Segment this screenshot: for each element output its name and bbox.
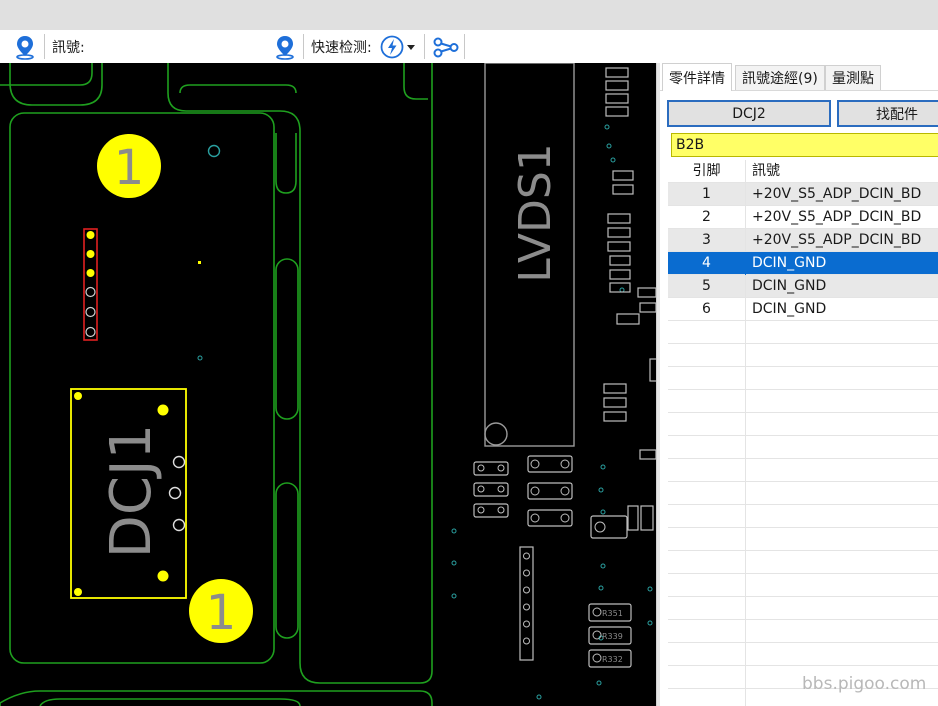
toolbar-separator (44, 34, 45, 59)
pin-signal: +20V_S5_ADP_DCIN_BD (752, 183, 921, 206)
signal-label: 訊號: (52, 37, 85, 57)
net-route-button[interactable] (432, 30, 460, 63)
toolbar-separator (424, 34, 425, 59)
pin-number: 4 (668, 252, 746, 275)
table-header: 引脚 訊號 (668, 160, 938, 183)
empty-row (668, 436, 938, 459)
pad-label: R351 (602, 609, 623, 618)
part-type-field[interactable]: B2B (671, 133, 938, 157)
quick-check-label-wrap: 快速检测: (311, 30, 372, 63)
pin-signal: DCIN_GND (752, 298, 826, 321)
pin-number: 3 (668, 229, 746, 252)
pcb-canvas[interactable]: LVDS1 DCJ1 1 1 (0, 63, 656, 706)
part-name-button[interactable]: DCJ2 (667, 100, 831, 127)
dcj-label: DCJ1 (99, 424, 164, 558)
empty-row (668, 620, 938, 643)
empty-row (668, 344, 938, 367)
quick-check-label: 快速检测: (311, 37, 372, 57)
title-bar (0, 0, 938, 30)
lightning-icon (380, 34, 406, 60)
find-part-button[interactable]: 找配件 (837, 100, 938, 127)
locate-signal-button[interactable] (12, 30, 38, 63)
tab-part-details[interactable]: 零件詳情 (662, 63, 732, 91)
pin-number: 2 (668, 206, 746, 229)
share-nodes-icon (432, 34, 460, 60)
table-row[interactable]: 2 +20V_S5_ADP_DCIN_BD (668, 206, 938, 229)
table-row[interactable]: 3 +20V_S5_ADP_DCIN_BD (668, 229, 938, 252)
toolbar-separator (464, 34, 465, 59)
pin-signal: +20V_S5_ADP_DCIN_BD (752, 206, 921, 229)
empty-row (668, 574, 938, 597)
column-header-pin[interactable]: 引脚 (668, 160, 746, 183)
pin-number: 1 (668, 183, 746, 206)
table-row[interactable]: 5 DCIN_GND (668, 275, 938, 298)
empty-row (668, 551, 938, 574)
pin-number: 5 (668, 275, 746, 298)
marker-bottom-label: 1 (206, 585, 237, 641)
toolbar: 訊號: 快速检测: (0, 30, 938, 63)
empty-row (668, 413, 938, 436)
pin-number: 6 (668, 298, 746, 321)
tab-signal-route[interactable]: 訊號途經(9) (735, 65, 825, 90)
locate-part-button[interactable] (272, 30, 298, 63)
panel-tabs: 零件詳情 訊號途經(9) 量測點 (660, 63, 938, 91)
pad-label: R332 (602, 655, 623, 664)
pin-signal: DCIN_GND (752, 252, 826, 275)
empty-row (668, 459, 938, 482)
map-pin-icon (12, 34, 38, 60)
pin-signal: DCIN_GND (752, 275, 826, 298)
tab-test-points[interactable]: 量測點 (825, 65, 881, 90)
pin-table: 引脚 訊號 1 +20V_S5_ADP_DCIN_BD 2 +20V_S5_AD… (668, 160, 938, 706)
table-row[interactable]: 6 DCIN_GND (668, 298, 938, 321)
empty-row (668, 528, 938, 551)
toolbar-separator (303, 34, 304, 59)
pin-row-highlight (84, 229, 97, 340)
pin-signal: +20V_S5_ADP_DCIN_BD (752, 229, 921, 252)
empty-row (668, 367, 938, 390)
empty-row (668, 390, 938, 413)
table-row[interactable]: 1 +20V_S5_ADP_DCIN_BD (668, 183, 938, 206)
signal-field[interactable]: 訊號: (52, 30, 85, 63)
column-header-signal[interactable]: 訊號 (752, 160, 780, 183)
empty-row (668, 643, 938, 666)
watermark: bbs.pigoo.com (802, 674, 926, 694)
empty-row (668, 482, 938, 505)
dcj-pins (86, 231, 95, 337)
empty-row (668, 597, 938, 620)
lvds-label: LVDS1 (510, 143, 561, 283)
chevron-down-icon (406, 42, 416, 52)
pad-label: R339 (602, 632, 623, 641)
quick-check-dropdown[interactable] (380, 30, 416, 63)
board-outline (10, 63, 102, 105)
empty-row (668, 321, 938, 344)
details-panel: 零件詳情 訊號途經(9) 量測點 DCJ2 找配件 B2B 引脚 訊號 1 +2… (660, 63, 938, 706)
pcb-view[interactable]: LVDS1 DCJ1 1 1 (0, 63, 656, 706)
empty-row (668, 505, 938, 528)
table-row-selected[interactable]: 4 DCIN_GND (668, 252, 938, 275)
map-pin-icon (272, 34, 298, 60)
marker-top-label: 1 (114, 140, 145, 196)
